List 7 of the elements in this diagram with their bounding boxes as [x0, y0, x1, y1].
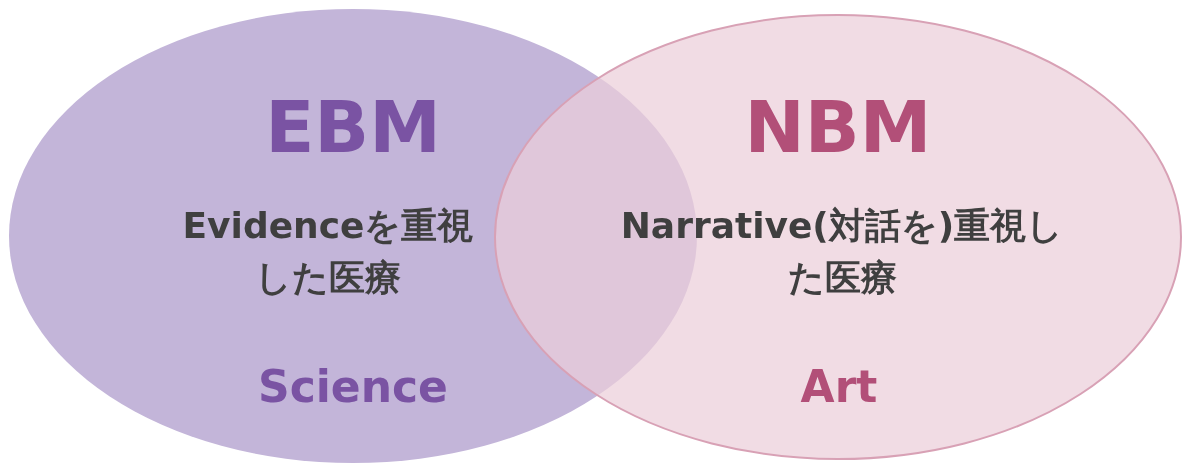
heading: EBM: [264, 88, 442, 168]
heading: NBM: [743, 88, 933, 168]
subtitle: Art: [799, 363, 879, 412]
subtitle: Science: [257, 363, 449, 412]
description: Narrative(対話を)重視した医療: [619, 204, 1065, 301]
venn-ellipse: [494, 14, 1182, 460]
description: Evidenceを重視した医療: [181, 204, 475, 301]
